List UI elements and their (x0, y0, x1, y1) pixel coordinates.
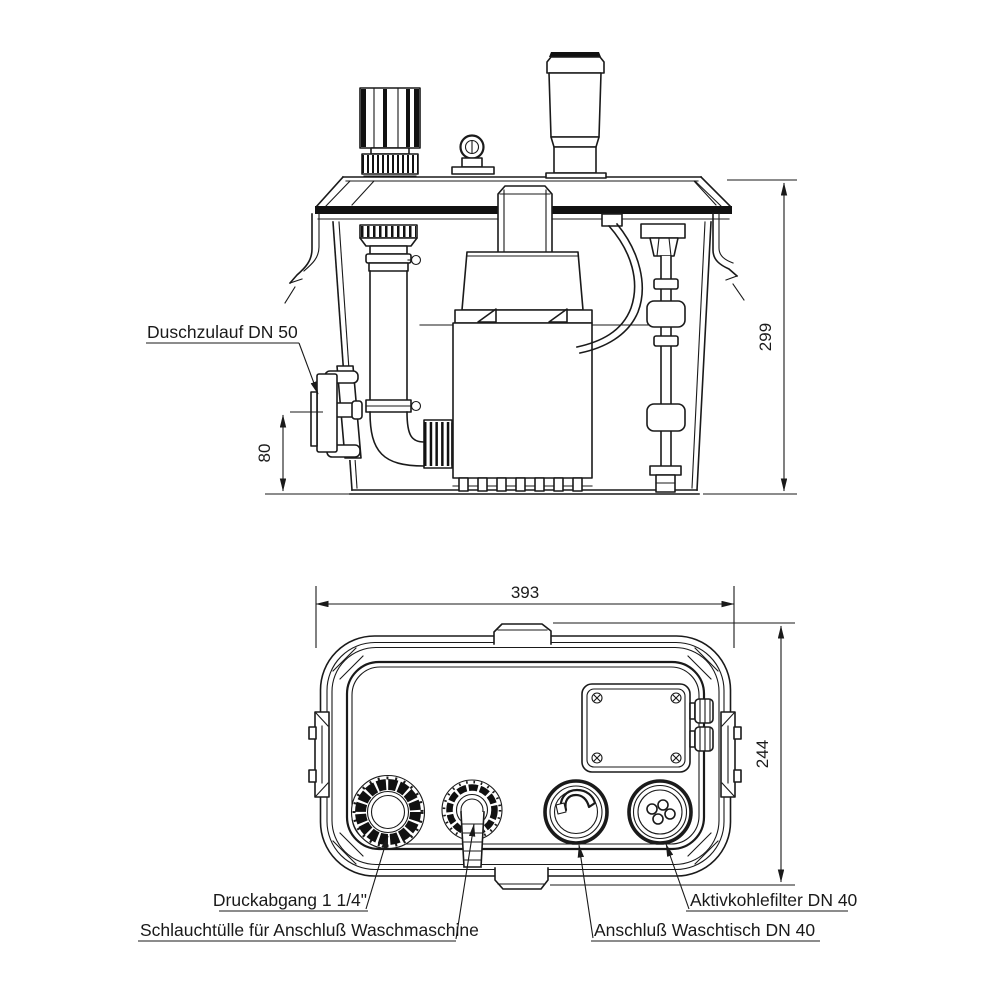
dimension-inlet-height-80: 80 (255, 411, 350, 495)
dim-393-text: 393 (511, 583, 539, 602)
right-clip-top-view (720, 711, 742, 798)
hose-nozzle-callout: Schlauchtülle für Anschluß Waschmaschine (138, 823, 479, 942)
cable-gland (689, 698, 714, 752)
junction-box (581, 683, 714, 773)
side-view: 299 80 Duschzulauf DN 50 (146, 52, 797, 495)
basin-callout: Anschluß Waschtisch DN 40 (577, 844, 820, 942)
carbon-filter-connection (627, 779, 693, 845)
check-valve-flap (559, 788, 597, 813)
hose-nozzle-connection (441, 779, 503, 868)
pump-strainer (452, 477, 593, 492)
label-schlauchtuelle: Schlauchtülle für Anschluß Waschmaschine (140, 920, 479, 940)
inlet-callout: Duschzulauf DN 50 (146, 322, 319, 395)
dimension-depth-244: 244 (550, 622, 795, 886)
submersible-pump (419, 185, 656, 492)
label-waschtisch: Anschluß Waschtisch DN 40 (594, 920, 815, 940)
left-clip (284, 213, 320, 304)
pump-cable (576, 213, 644, 354)
float-upper (646, 300, 686, 328)
right-clip (712, 212, 745, 301)
vent-valve-knob (359, 87, 421, 177)
vent-eyelet (451, 134, 495, 175)
plan-view: 393 244 Druckabgang 1 1/4" Schlauchtülle… (138, 583, 858, 942)
dimension-height-299: 299 (703, 179, 797, 495)
screw-icon (591, 692, 682, 764)
basin-connection (543, 779, 609, 845)
bottom-tab (494, 867, 549, 890)
left-clip-top-view (308, 711, 330, 798)
dim-80-text: 80 (255, 444, 274, 463)
carbon-filter-callout: Aktivkohlefilter DN 40 (665, 843, 858, 912)
outlet-pipe (545, 52, 607, 179)
shower-inlet-flange (310, 365, 363, 460)
dim-244-text: 244 (753, 740, 772, 768)
label-druckabgang: Druckabgang 1 1/4" (213, 890, 367, 910)
float-switch (640, 223, 686, 493)
float-lower (646, 403, 686, 432)
dim-299-text: 299 (756, 323, 775, 351)
label-aktivkohlefilter: Aktivkohlefilter DN 40 (690, 890, 858, 910)
pressure-outlet-callout: Druckabgang 1 1/4" (213, 835, 389, 912)
pressure-outlet-connection (350, 774, 426, 850)
top-tab (493, 623, 552, 645)
label-duschzulauf: Duschzulauf DN 50 (147, 322, 298, 342)
dimension-width-393: 393 (315, 583, 735, 648)
